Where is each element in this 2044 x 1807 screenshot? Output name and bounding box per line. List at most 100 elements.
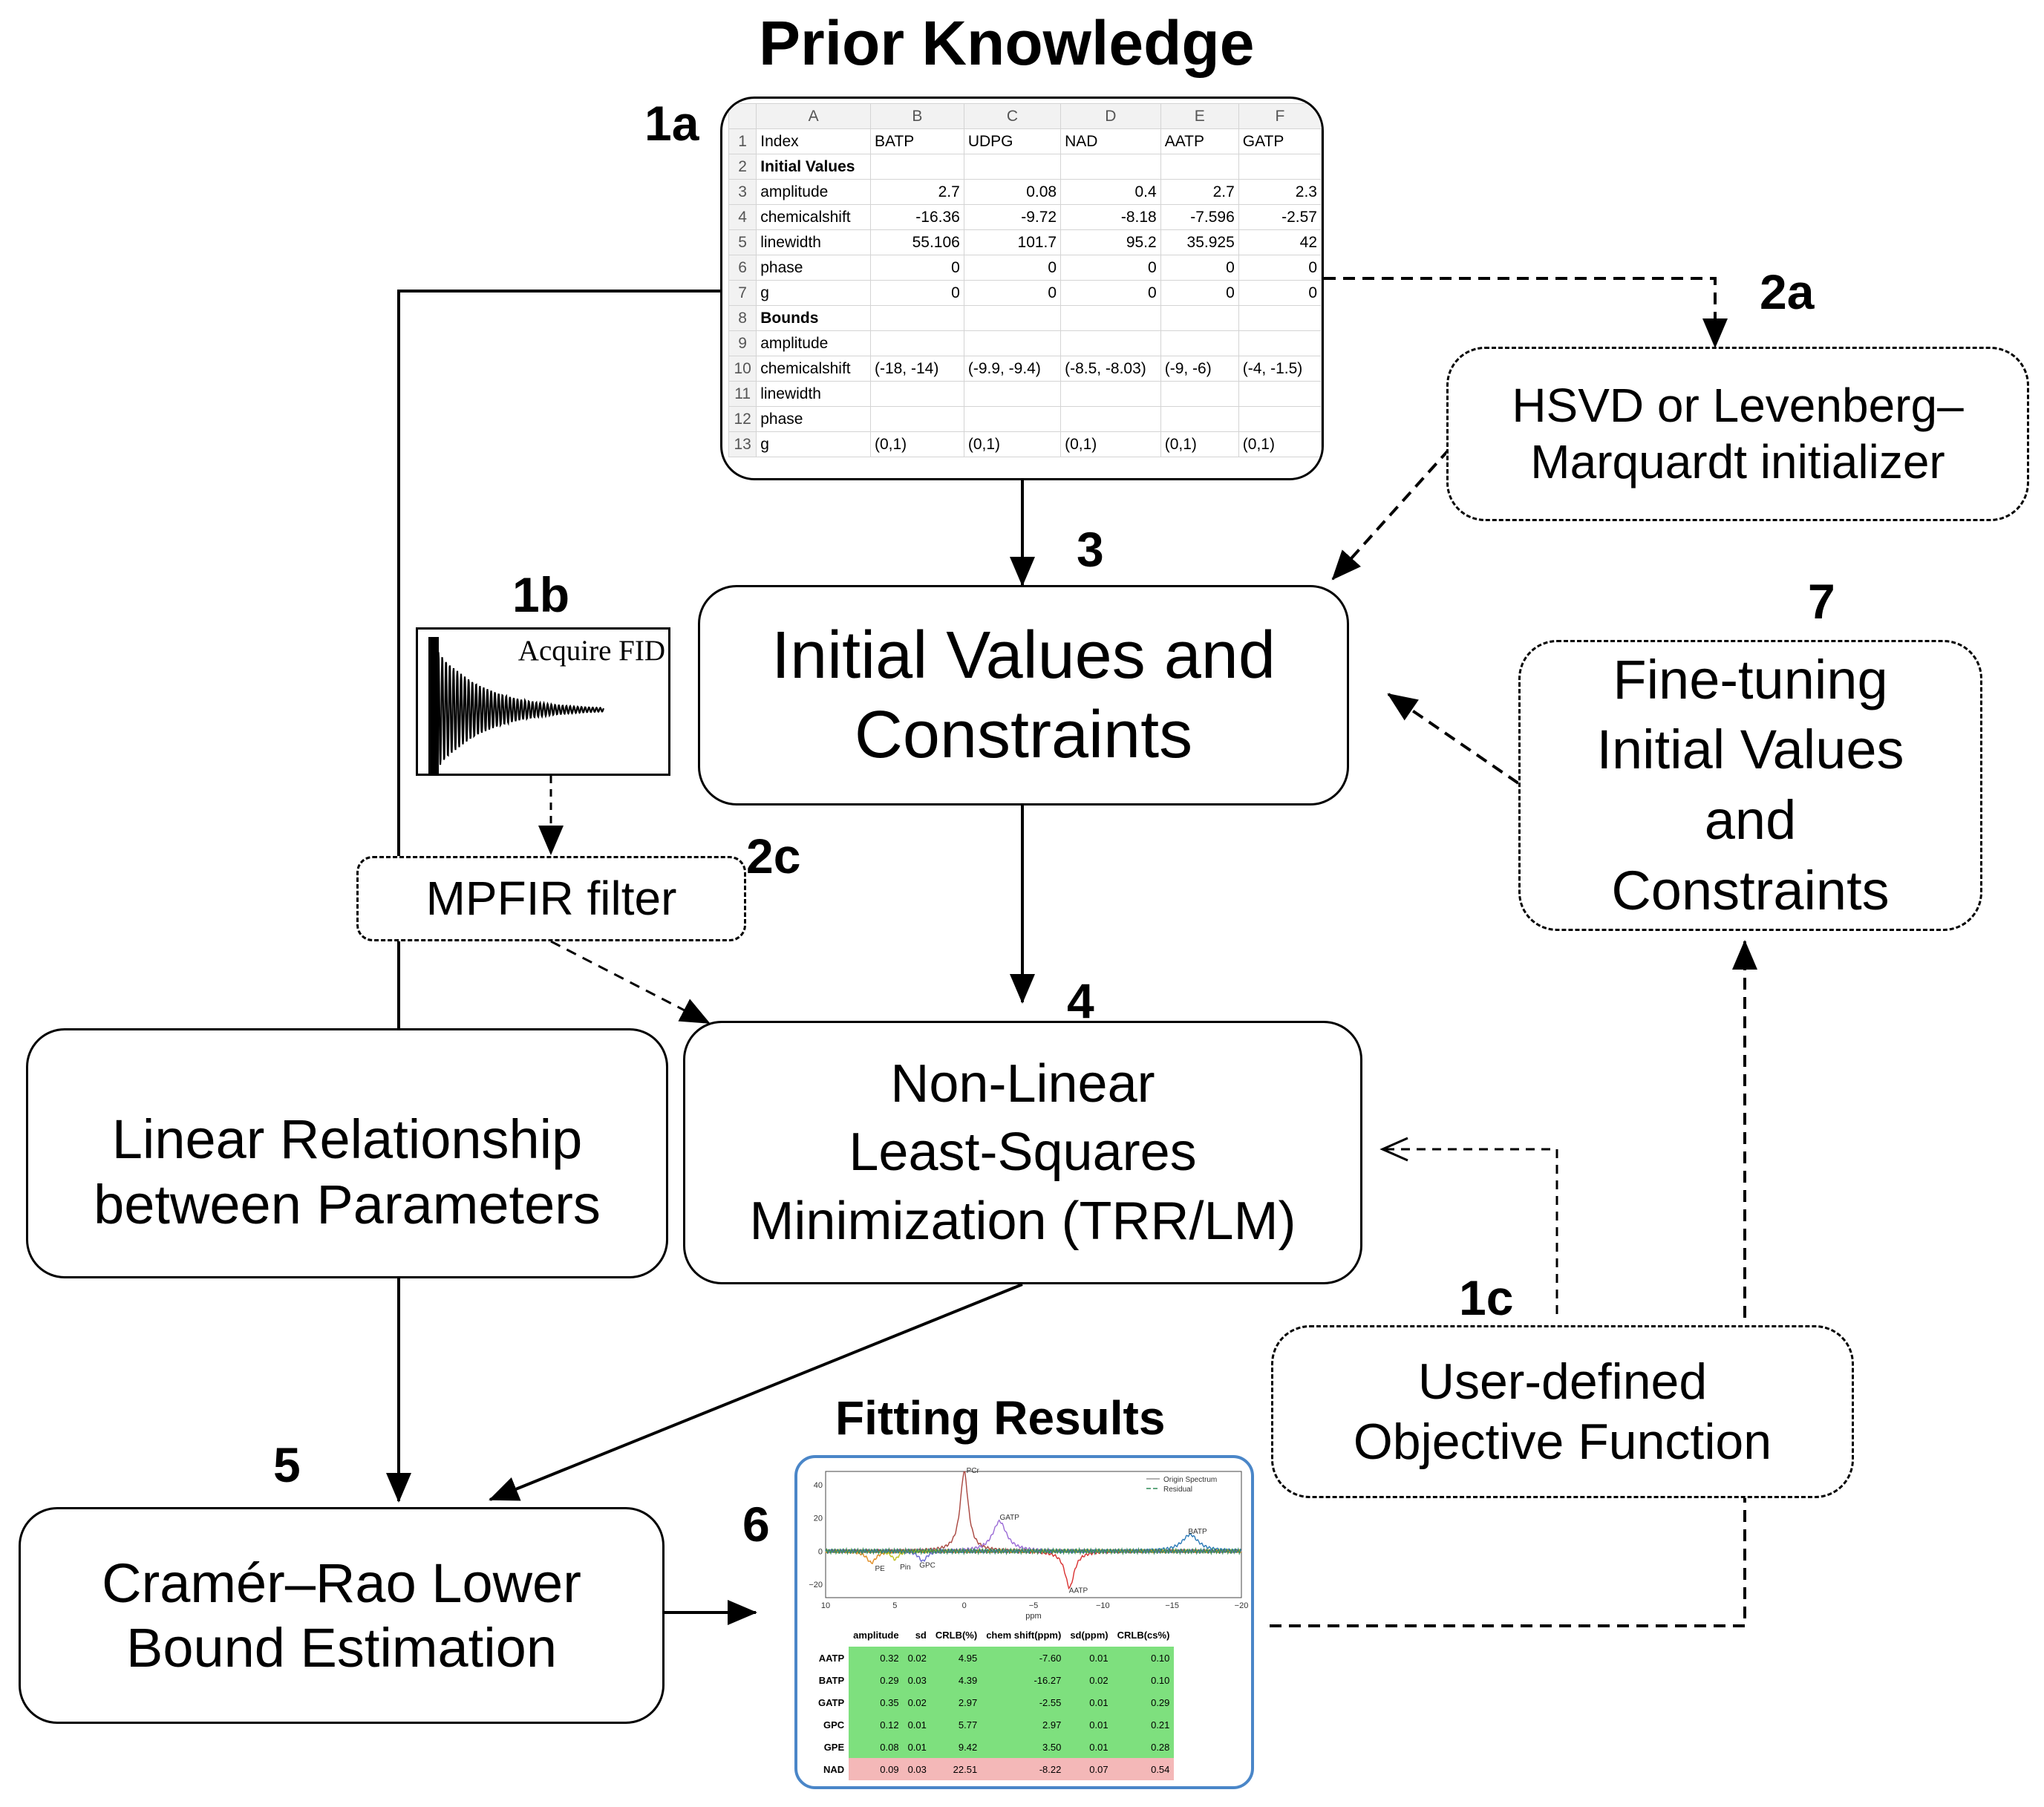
sheet-row-number[interactable]: 5: [728, 229, 757, 255]
sheet-cell[interactable]: [869, 381, 964, 407]
sheet-column-header[interactable]: C: [963, 103, 1062, 129]
sheet-cell[interactable]: BATP: [869, 128, 964, 154]
sheet-cell[interactable]: [1160, 330, 1239, 356]
sheet-cell[interactable]: 42: [1238, 229, 1322, 255]
sheet-cell[interactable]: 0: [1238, 255, 1322, 281]
sheet-cell[interactable]: 0: [1160, 280, 1239, 306]
sheet-cell[interactable]: [869, 406, 964, 432]
sheet-cell[interactable]: 95.2: [1060, 229, 1161, 255]
sheet-row-number[interactable]: 7: [728, 280, 757, 306]
sheet-cell[interactable]: -8.18: [1060, 204, 1161, 230]
sheet-cell[interactable]: [963, 154, 1062, 180]
sheet-row-number[interactable]: 2: [728, 154, 757, 180]
sheet-row-number[interactable]: 6: [728, 255, 757, 281]
sheet-cell[interactable]: g: [756, 431, 871, 457]
sheet-cell[interactable]: [963, 330, 1062, 356]
sheet-cell[interactable]: [1060, 406, 1161, 432]
sheet-cell[interactable]: (-9, -6): [1160, 356, 1239, 382]
sheet-cell[interactable]: Index: [756, 128, 871, 154]
sheet-cell[interactable]: 2.7: [1160, 179, 1239, 205]
sheet-cell[interactable]: NAD: [1060, 128, 1161, 154]
sheet-cell[interactable]: 0: [869, 255, 964, 281]
sheet-cell[interactable]: 0: [1060, 255, 1161, 281]
sheet-cell[interactable]: phase: [756, 255, 871, 281]
sheet-cell[interactable]: [1060, 305, 1161, 331]
sheet-cell[interactable]: (-9.9, -9.4): [963, 356, 1062, 382]
sheet-cell[interactable]: [869, 330, 964, 356]
sheet-cell[interactable]: linewidth: [756, 229, 871, 255]
sheet-cell[interactable]: -7.596: [1160, 204, 1239, 230]
sheet-column-header[interactable]: A: [756, 103, 871, 129]
sheet-cell[interactable]: (0,1): [869, 431, 964, 457]
sheet-cell[interactable]: [1238, 406, 1322, 432]
sheet-cell[interactable]: [1238, 305, 1322, 331]
sheet-cell[interactable]: 0: [869, 280, 964, 306]
sheet-cell[interactable]: [963, 406, 1062, 432]
sheet-cell[interactable]: 2.7: [869, 179, 964, 205]
sheet-cell[interactable]: (-8.5, -8.03): [1060, 356, 1161, 382]
sheet-cell[interactable]: Initial Values: [756, 154, 871, 180]
sheet-cell[interactable]: 0.4: [1060, 179, 1161, 205]
sheet-cell[interactable]: -9.72: [963, 204, 1062, 230]
sheet-row-number[interactable]: 12: [728, 406, 757, 432]
sheet-cell[interactable]: AATP: [1160, 128, 1239, 154]
sheet-cell[interactable]: linewidth: [756, 381, 871, 407]
sheet-cell[interactable]: [963, 305, 1062, 331]
sheet-cell[interactable]: [1238, 381, 1322, 407]
sheet-cell[interactable]: (0,1): [1160, 431, 1239, 457]
sheet-cell[interactable]: -16.36: [869, 204, 964, 230]
sheet-cell[interactable]: [1238, 330, 1322, 356]
sheet-cell[interactable]: (0,1): [1238, 431, 1322, 457]
sheet-cell[interactable]: -2.57: [1238, 204, 1322, 230]
sheet-cell[interactable]: (-18, -14): [869, 356, 964, 382]
sheet-row-number[interactable]: 9: [728, 330, 757, 356]
sheet-cell[interactable]: 0: [1238, 280, 1322, 306]
sheet-cell[interactable]: (0,1): [1060, 431, 1161, 457]
sheet-row-number[interactable]: 11: [728, 381, 757, 407]
sheet-row-number[interactable]: 13: [728, 431, 757, 457]
sheet-cell[interactable]: g: [756, 280, 871, 306]
sheet-cell[interactable]: [869, 154, 964, 180]
sheet-cell[interactable]: amplitude: [756, 330, 871, 356]
sheet-cell[interactable]: 0: [963, 255, 1062, 281]
sheet-cell[interactable]: 0.08: [963, 179, 1062, 205]
sheet-row-number[interactable]: 1: [728, 128, 757, 154]
sheet-cell[interactable]: [963, 381, 1062, 407]
sheet-cell[interactable]: (0,1): [963, 431, 1062, 457]
sheet-cell[interactable]: [1238, 154, 1322, 180]
sheet-cell[interactable]: UDPG: [963, 128, 1062, 154]
sheet-cell[interactable]: [1160, 154, 1239, 180]
sheet-cell[interactable]: Bounds: [756, 305, 871, 331]
sheet-cell[interactable]: phase: [756, 406, 871, 432]
sheet-cell[interactable]: [1060, 154, 1161, 180]
sheet-column-header[interactable]: F: [1238, 103, 1322, 129]
sheet-cell[interactable]: 0: [1160, 255, 1239, 281]
sheet-cell[interactable]: 0: [963, 280, 1062, 306]
sheet-cell[interactable]: [1060, 381, 1161, 407]
sheet-cell[interactable]: 2.3: [1238, 179, 1322, 205]
sheet-cell[interactable]: [1060, 330, 1161, 356]
sheet-row-number[interactable]: 3: [728, 179, 757, 205]
sheet-cell[interactable]: [869, 305, 964, 331]
sheet-cell[interactable]: amplitude: [756, 179, 871, 205]
sheet-cell[interactable]: chemicalshift: [756, 204, 871, 230]
sheet-cell[interactable]: 35.925: [1160, 229, 1239, 255]
sheet-column-header[interactable]: D: [1060, 103, 1161, 129]
sheet-cell[interactable]: 55.106: [869, 229, 964, 255]
sheet-cell[interactable]: [1160, 381, 1239, 407]
sheet-row-number[interactable]: 8: [728, 305, 757, 331]
sheet-cell[interactable]: (-4, -1.5): [1238, 356, 1322, 382]
sheet-row-number[interactable]: 10: [728, 356, 757, 382]
results-column-header: sd: [915, 1629, 927, 1641]
sheet-cell[interactable]: chemicalshift: [756, 356, 871, 382]
sheet-cell[interactable]: [1160, 406, 1239, 432]
results-metabolite-name: BATP: [814, 1669, 849, 1691]
sheet-column-header[interactable]: B: [869, 103, 964, 129]
sheet-row-number[interactable]: 4: [728, 204, 757, 230]
sheet-cell[interactable]: 101.7: [963, 229, 1062, 255]
sheet-cell[interactable]: 0: [1060, 280, 1161, 306]
sheet-column-header[interactable]: E: [1160, 103, 1239, 129]
sheet-cell[interactable]: GATP: [1238, 128, 1322, 154]
sheet-cell[interactable]: [1160, 305, 1239, 331]
